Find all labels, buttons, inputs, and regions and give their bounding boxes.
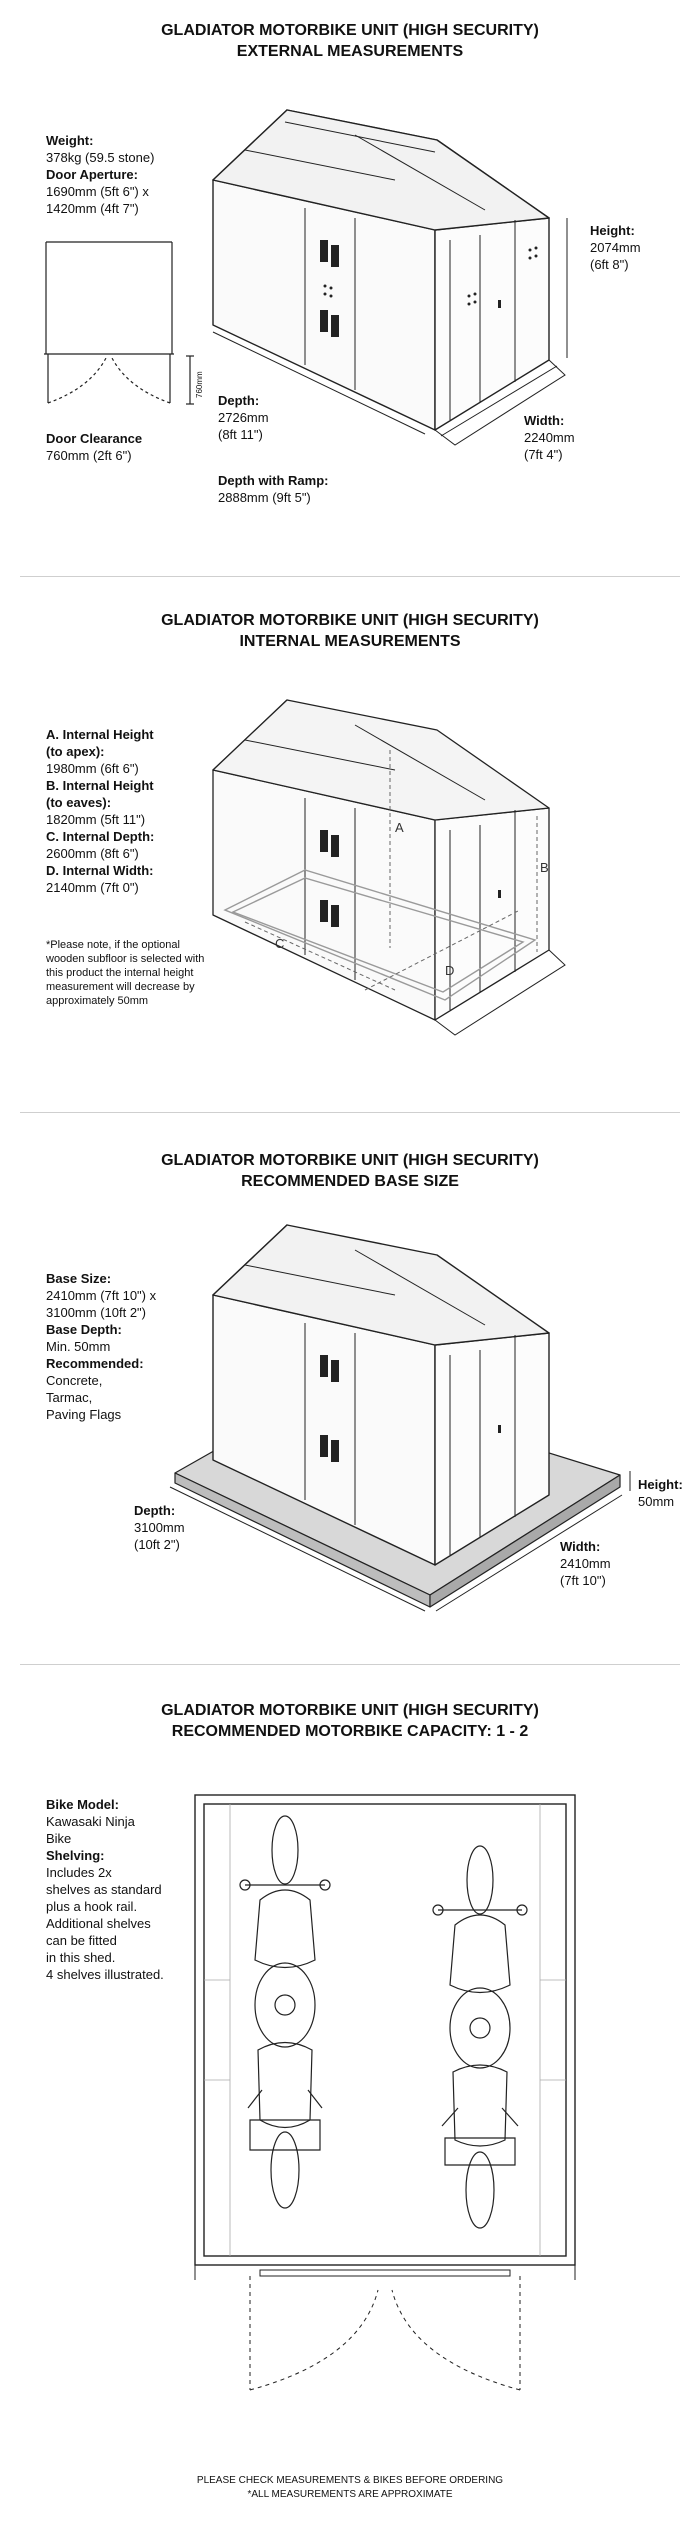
clearance-label: Door Clearance	[46, 431, 143, 446]
external-title: GLADIATOR MOTORBIKE UNIT (HIGH SECURITY)…	[0, 20, 700, 62]
base-depth-dim-spec: Depth: 3100mm (10ft 2")	[134, 1502, 185, 1553]
weight-label: Weight:	[46, 133, 94, 148]
base-dim-width-label: Width:	[560, 1539, 601, 1554]
base-size-label: Base Size:	[46, 1271, 112, 1286]
internal-title-line2: INTERNAL MEASUREMENTS	[239, 633, 461, 650]
base-depth-value: Min. 50mm	[46, 1339, 111, 1354]
external-title-line1: GLADIATOR MOTORBIKE UNIT (HIGH SECURITY)	[161, 22, 539, 39]
d-label: D. Internal Width:	[46, 863, 154, 878]
internal-title-line1: GLADIATOR MOTORBIKE UNIT (HIGH SECURITY)	[161, 612, 539, 629]
ext-height-value-2: (6ft 8")	[590, 257, 629, 272]
c-label: C. Internal Depth:	[46, 829, 155, 844]
aperture-value-1: 1690mm (5ft 6") x	[46, 184, 149, 199]
ext-width-value-1: 2240mm	[524, 430, 575, 445]
base-title-line1: GLADIATOR MOTORBIKE UNIT (HIGH SECURITY)	[161, 1152, 539, 1169]
ext-width-label: Width:	[524, 413, 565, 428]
base-width-dim-spec: Width: 2410mm (7ft 10")	[560, 1538, 611, 1589]
door-clearance-diagram: 760mm	[44, 241, 204, 405]
base-dim-depth-value-1: 3100mm	[134, 1520, 185, 1535]
aperture-label: Door Aperture:	[46, 167, 138, 182]
footer-line-1: PLEASE CHECK MEASUREMENTS & BIKES BEFORE…	[196, 2475, 504, 2486]
clearance-value: 760mm (2ft 6")	[46, 448, 132, 463]
a-label-2: (to apex):	[46, 744, 105, 759]
base-dim-depth-label: Depth:	[134, 1503, 176, 1518]
footer: PLEASE CHECK MEASUREMENTS & BIKES BEFORE…	[0, 2474, 700, 2502]
ext-height-label: Height:	[590, 223, 635, 238]
external-ramp-spec: Depth with Ramp: 2888mm (9ft 5")	[218, 472, 329, 506]
bike-model-value-1: Kawasaki Ninja	[46, 1814, 135, 1829]
letter-d: D	[445, 963, 454, 978]
recommended-label: Recommended:	[46, 1356, 144, 1371]
ext-depth-value-1: 2726mm	[218, 410, 269, 425]
external-height-spec: Height: 2074mm (6ft 8")	[590, 222, 641, 273]
base-title-line2: RECOMMENDED BASE SIZE	[241, 1173, 459, 1190]
external-shed-illustration	[212, 109, 568, 446]
recommended-value-2: Tarmac,	[46, 1390, 93, 1405]
base-shed-illustration	[169, 1224, 631, 1612]
base-height-label: Height:	[638, 1477, 683, 1492]
letter-c: C	[275, 936, 284, 951]
section-divider-2	[20, 1112, 680, 1113]
clearance-dim-label: 760mm	[195, 371, 204, 398]
ext-depth-label: Depth:	[218, 393, 260, 408]
shelving-value-6: in this shed.	[46, 1950, 116, 1965]
internal-title: GLADIATOR MOTORBIKE UNIT (HIGH SECURITY)…	[0, 610, 700, 652]
base-dim-depth-value-2: (10ft 2")	[134, 1537, 180, 1552]
base-depth-label: Base Depth:	[46, 1322, 122, 1337]
letter-a: A	[395, 820, 404, 835]
base-spec: Base Size: 2410mm (7ft 10") x 3100mm (10…	[46, 1270, 156, 1423]
external-width-spec: Width: 2240mm (7ft 4")	[524, 412, 575, 463]
motorbike-left-icon	[239, 1815, 331, 2209]
section-divider-1	[20, 576, 680, 577]
shelving-value-3: plus a hook rail.	[46, 1899, 138, 1914]
b-value: 1820mm (5ft 11")	[46, 812, 146, 827]
base-size-value-2: 3100mm (10ft 2")	[46, 1305, 146, 1320]
ext-height-value-1: 2074mm	[590, 240, 641, 255]
shelving-value-4: Additional shelves	[46, 1916, 151, 1931]
bike-model-value-2: Bike	[46, 1831, 72, 1846]
base-height-spec: Height: 50mm	[638, 1476, 683, 1510]
door-clearance-spec: Door Clearance 760mm (2ft 6")	[46, 430, 142, 464]
base-title: GLADIATOR MOTORBIKE UNIT (HIGH SECURITY)…	[0, 1150, 700, 1192]
letter-b: B	[540, 860, 549, 875]
ext-depth-value-2: (8ft 11")	[218, 427, 263, 442]
recommended-value-3: Paving Flags	[46, 1407, 122, 1422]
capacity-floor-plan	[194, 1794, 576, 2391]
ramp-label: Depth with Ramp:	[218, 473, 329, 488]
ramp-value: 2888mm (9ft 5")	[218, 490, 311, 505]
external-title-line2: EXTERNAL MEASUREMENTS	[236, 43, 464, 60]
base-height-value: 50mm	[638, 1494, 675, 1509]
shelving-value-2: shelves as standard	[46, 1882, 162, 1897]
base-dim-width-value-1: 2410mm	[560, 1556, 611, 1571]
recommended-value-1: Concrete,	[46, 1373, 103, 1388]
bike-model-label: Bike Model:	[46, 1797, 119, 1812]
capacity-spec: Bike Model: Kawasaki Ninja Bike Shelving…	[46, 1796, 164, 1983]
capacity-title-line2: RECOMMENDED MOTORBIKE CAPACITY: 1 - 2	[171, 1723, 529, 1740]
b-label-2: (to eaves):	[46, 795, 112, 810]
base-size-value-1: 2410mm (7ft 10") x	[46, 1288, 157, 1303]
ext-width-value-2: (7ft 4")	[524, 447, 563, 462]
capacity-title-line1: GLADIATOR MOTORBIKE UNIT (HIGH SECURITY)	[161, 1702, 539, 1719]
shelving-value-5: can be fitted	[46, 1933, 117, 1948]
subfloor-note: *Please note, if the optional wooden sub…	[46, 939, 205, 1007]
internal-shed-illustration: A B C D	[212, 699, 566, 1036]
external-depth-spec: Depth: 2726mm (8ft 11")	[218, 392, 269, 443]
a-label-1: A. Internal Height	[46, 727, 154, 742]
motorbike-right-icon	[432, 1845, 528, 2229]
shelving-value-7: 4 shelves illustrated.	[46, 1967, 164, 1982]
section-divider-3	[20, 1664, 680, 1665]
b-label-1: B. Internal Height	[46, 778, 154, 793]
external-weight-spec: Weight: 378kg (59.5 stone) Door Aperture…	[46, 132, 154, 217]
a-value: 1980mm (6ft 6")	[46, 761, 139, 776]
d-value: 2140mm (7ft 0")	[46, 880, 139, 895]
base-dim-width-value-2: (7ft 10")	[560, 1573, 606, 1588]
internal-spec: A. Internal Height (to apex): 1980mm (6f…	[46, 726, 154, 896]
aperture-value-2: 1420mm (4ft 7")	[46, 201, 139, 216]
c-value: 2600mm (8ft 6")	[46, 846, 139, 861]
weight-value: 378kg (59.5 stone)	[46, 150, 155, 165]
capacity-title: GLADIATOR MOTORBIKE UNIT (HIGH SECURITY)…	[0, 1700, 700, 1742]
footer-line-2: *ALL MEASUREMENTS ARE APPROXIMATE	[247, 2489, 453, 2500]
shelving-label: Shelving:	[46, 1848, 105, 1863]
shelving-value-1: Includes 2x	[46, 1865, 112, 1880]
